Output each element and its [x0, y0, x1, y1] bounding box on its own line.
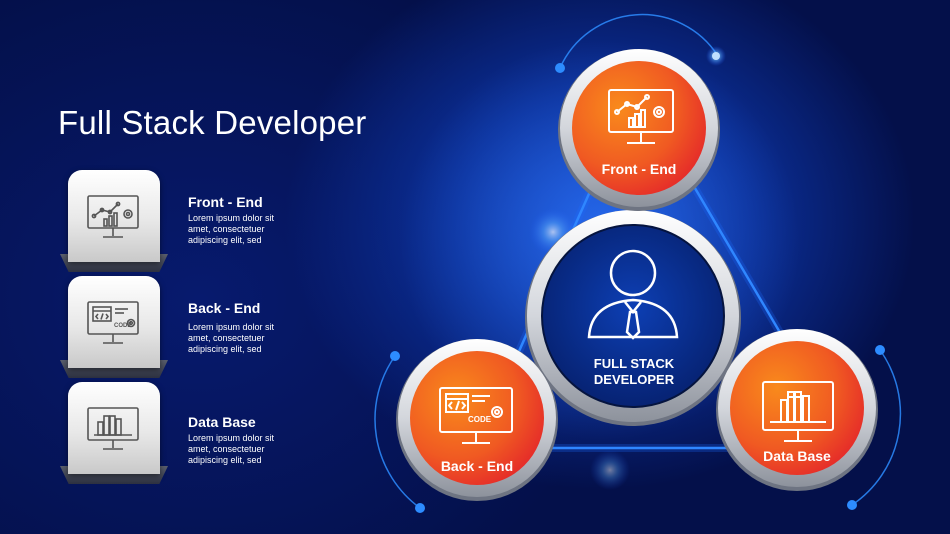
monitor-code-gear-icon [439, 387, 513, 444]
page-title: Full Stack Developer [58, 104, 367, 141]
back-end-card: CODE [60, 276, 170, 386]
front-end-card [60, 170, 170, 280]
desc-line: Lorem ipsum dolor sit [188, 433, 275, 443]
desc-line: adipiscing elit, sed [188, 344, 262, 354]
center-label-line: FULL STACK [593, 356, 675, 371]
monitor-books-icon [87, 407, 139, 450]
orbit-arcs [374, 13, 902, 509]
orbit-arc-top [559, 13, 719, 69]
center-label: FULL STACK DEVELOPER [579, 356, 689, 388]
center-disc [541, 224, 725, 408]
node-disc [730, 341, 864, 475]
code-icon-text: CODE [468, 415, 492, 424]
desc-line: amet, consectetuer [188, 224, 265, 234]
orbit-dot [847, 500, 857, 510]
front-end-title: Front - End [188, 194, 263, 210]
data-base-node-label: Data Base [763, 448, 831, 464]
desc-line: adipiscing elit, sed [188, 455, 262, 465]
back-end-node-label: Back - End [440, 458, 514, 474]
card-face: CODE [68, 276, 160, 368]
card-face [68, 170, 160, 262]
monitor-code-gear-icon: CODE [87, 301, 139, 344]
person-icon [587, 249, 679, 340]
orbit-dots [390, 46, 885, 513]
front-end-node [558, 49, 720, 211]
desc-line: Lorem ipsum dolor sit [188, 213, 275, 223]
front-end-description: Lorem ipsum dolor sit amet, consectetuer… [188, 213, 298, 246]
glow-spot [590, 450, 630, 490]
orbit-dot [875, 345, 885, 355]
orbit-dot [555, 63, 565, 73]
data-base-title: Data Base [188, 414, 256, 430]
desc-line: Lorem ipsum dolor sit [188, 322, 275, 332]
back-end-node: CODE [396, 339, 558, 501]
card-face [68, 382, 160, 474]
node-disc [410, 351, 544, 485]
desc-line: adipiscing elit, sed [188, 235, 262, 245]
center-node [525, 210, 741, 426]
monitor-books-icon [762, 381, 834, 442]
data-base-node [716, 329, 878, 491]
desc-line: amet, consectetuer [188, 333, 265, 343]
orbit-dot [390, 351, 400, 361]
orbit-dot [712, 52, 720, 60]
back-end-title: Back - End [188, 300, 261, 316]
data-base-description: Lorem ipsum dolor sit amet, consectetuer… [188, 433, 298, 466]
orbit-arc-right [851, 349, 902, 506]
front-end-node-label: Front - End [601, 161, 677, 177]
data-base-card [60, 382, 170, 492]
monitor-chart-gear-icon [87, 195, 139, 238]
back-end-description: Lorem ipsum dolor sit amet, consectetuer… [188, 322, 298, 355]
desc-line: amet, consectetuer [188, 444, 265, 454]
svg-text:CODE: CODE [114, 323, 131, 329]
monitor-chart-gear-icon [608, 89, 674, 144]
orbit-dot [415, 503, 425, 513]
orbit-arc-left [374, 355, 421, 509]
center-label-line: DEVELOPER [593, 372, 675, 387]
